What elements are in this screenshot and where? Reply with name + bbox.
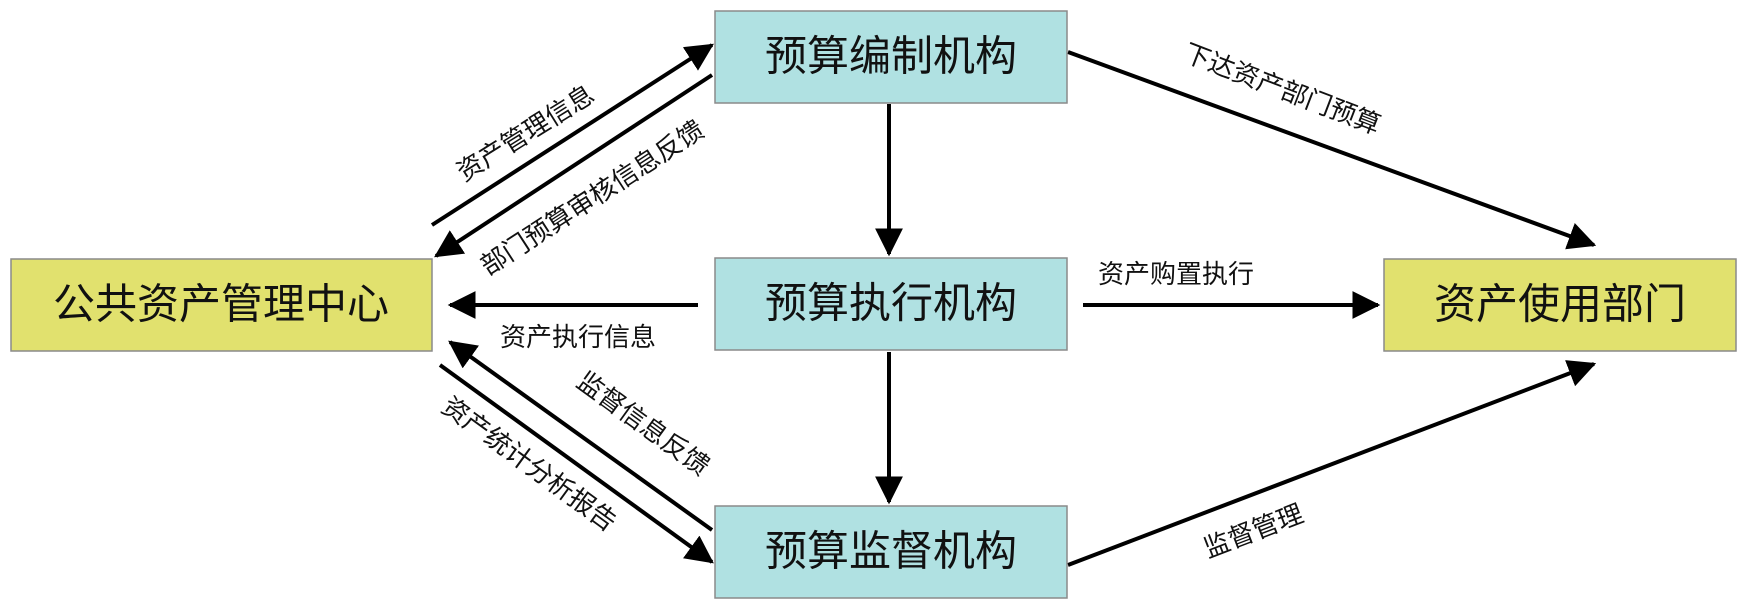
label-asset-purchase-exec: 资产购置执行 bbox=[1098, 260, 1254, 290]
label-issue-dept-budget: 下达资产部门预算 bbox=[1179, 39, 1384, 142]
node-execute-label: 预算执行机构 bbox=[765, 279, 1017, 328]
edge-compile-to-user bbox=[1067, 50, 1597, 250]
node-supervise: 预算监督机构 bbox=[714, 505, 1068, 599]
edge-center-to-compile bbox=[430, 43, 714, 227]
node-center-label: 公共资产管理中心 bbox=[53, 280, 389, 329]
node-user-dept-label: 资产使用部门 bbox=[1434, 280, 1686, 329]
edge-compile-to-center bbox=[434, 73, 714, 258]
node-supervise-label: 预算监督机构 bbox=[765, 527, 1017, 576]
node-compile: 预算编制机构 bbox=[714, 10, 1068, 104]
node-user-dept: 资产使用部门 bbox=[1383, 258, 1737, 352]
label-supervision-feedback: 监督信息反馈 bbox=[571, 366, 715, 482]
node-center: 公共资产管理中心 bbox=[10, 258, 433, 352]
edge-center-to-supervise bbox=[438, 363, 714, 564]
edge-supervise-to-user bbox=[1067, 360, 1597, 567]
label-asset-mgmt-info: 资产管理信息 bbox=[452, 80, 600, 188]
node-compile-label: 预算编制机构 bbox=[765, 32, 1017, 81]
label-asset-exec-info: 资产执行信息 bbox=[500, 323, 656, 353]
edge-supervise-to-center bbox=[448, 340, 714, 532]
label-asset-stats-report: 资产统计分析报告 bbox=[436, 391, 622, 538]
node-execute: 预算执行机构 bbox=[714, 257, 1068, 351]
